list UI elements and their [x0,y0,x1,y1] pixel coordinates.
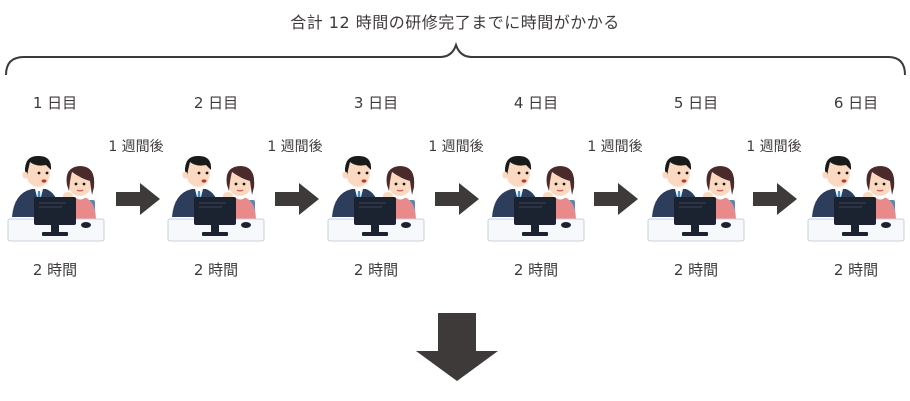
total-time-caption: 合計 12 時間の研修完了までに時間がかかる [290,13,620,32]
arrow-down-icon [416,313,498,381]
day-label-5: 5 日目 [673,94,719,112]
day-label-4: 4 日目 [513,94,559,112]
arrow-right-icon [594,183,638,215]
hours-label-1: 2 時間 [32,261,78,279]
trainer-and-trainee-at-computer-illustration [7,155,105,242]
interval-label-3: 1 週間後 [428,139,484,155]
hours-label-3: 2 時間 [353,261,399,279]
trainer-and-trainee-at-computer-illustration [807,155,905,242]
trainer-and-trainee-at-computer-illustration [647,155,745,242]
day-label-2: 2 日目 [193,94,239,112]
hours-label-5: 2 時間 [673,261,719,279]
interval-label-5: 1 週間後 [746,139,802,155]
arrow-right-icon [116,183,160,215]
interval-label-4: 1 週間後 [587,139,643,155]
curly-brace [5,41,906,76]
arrow-right-icon [275,183,319,215]
trainer-and-trainee-at-computer-illustration [327,155,425,242]
day-label-6: 6 日目 [833,94,879,112]
hours-label-4: 2 時間 [513,261,559,279]
day-label-1: 1 日目 [32,94,78,112]
day-label-3: 3 日目 [353,94,399,112]
interval-label-1: 1 週間後 [108,139,164,155]
arrow-right-icon [753,183,797,215]
arrow-right-icon [435,183,479,215]
interval-label-2: 1 週間後 [267,139,323,155]
hours-label-6: 2 時間 [833,261,879,279]
hours-label-2: 2 時間 [193,261,239,279]
trainer-and-trainee-at-computer-illustration [487,155,585,242]
trainer-and-trainee-at-computer-illustration [167,155,265,242]
